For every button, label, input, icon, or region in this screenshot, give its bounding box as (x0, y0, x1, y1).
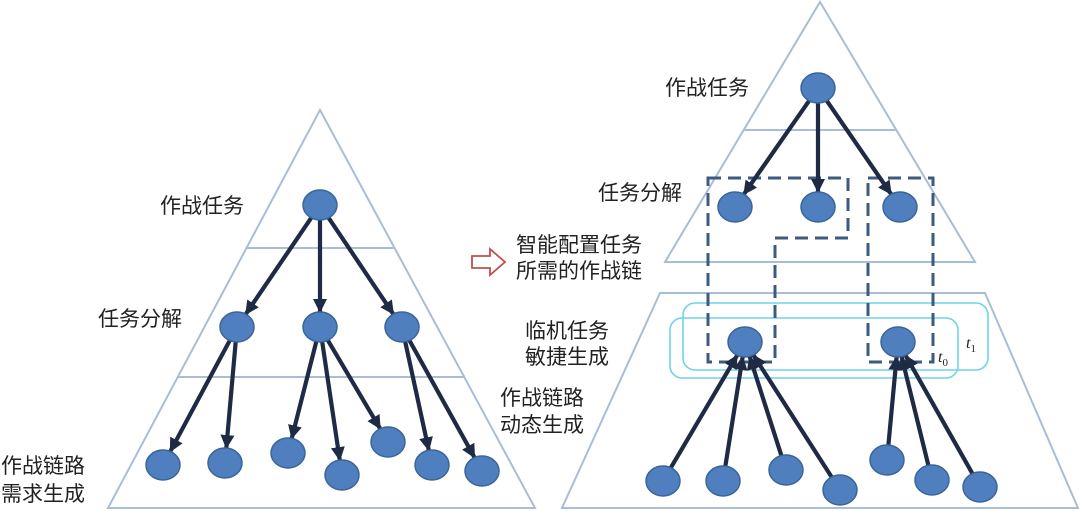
node-Rb3 (768, 454, 804, 486)
node-R1 (717, 191, 753, 223)
left-label-chain-line2: 需求生成 (1, 482, 85, 506)
transition-label-line2: 所需的作战链 (516, 259, 642, 283)
time-label-t0: t0 (938, 349, 948, 369)
node-L3 (384, 311, 420, 343)
arrow-L0-to-L3 (326, 215, 396, 317)
node-Lb5 (370, 426, 406, 458)
node-Rb7 (962, 471, 998, 503)
node-Rb6 (914, 464, 950, 496)
left-label-decompose: 任务分解 (98, 307, 182, 331)
right-label-adhoc-line1: 临机任务 (525, 319, 609, 343)
node-R0 (800, 72, 836, 104)
right-label-adhoc-line2: 敏捷生成 (525, 345, 609, 369)
edges (168, 98, 975, 480)
node-Rm2 (880, 326, 916, 358)
arrow-L1-to-Lb1 (168, 338, 232, 454)
arrow-L2-to-Lb4 (320, 339, 345, 463)
arrow-R0-to-R1 (741, 98, 812, 197)
node-Lb7 (464, 455, 500, 487)
transition-arrow-icon (471, 247, 507, 277)
left-pyramid-outline (106, 107, 537, 509)
node-Lb6 (414, 449, 450, 481)
arrow-Rb4-to-Rm1 (751, 352, 834, 480)
arrow-L3-to-Lb6 (403, 339, 433, 453)
time-window-t0 (669, 317, 959, 379)
arrow-Rb3-to-Rm1 (746, 354, 784, 458)
node-L1 (219, 311, 255, 343)
node-Lb2 (207, 447, 243, 479)
transition: 智能配置任务 所需的作战链 (471, 233, 642, 283)
node-R2 (800, 191, 836, 223)
time-label-t1-sub: 1 (970, 343, 976, 355)
time-label-t1: t1 (966, 335, 976, 355)
node-L2 (302, 311, 338, 343)
node-Lb3 (270, 437, 306, 469)
node-Rb1 (645, 465, 681, 497)
dashed-group-right (866, 176, 935, 364)
arrow-L2-to-Lb3 (288, 339, 319, 441)
right-label-task: 作战任务 (665, 76, 749, 100)
arrow-Rb6-to-Rm2 (897, 354, 931, 468)
node-R3 (882, 191, 918, 223)
right-label-decompose: 任务分解 (598, 181, 682, 205)
arrow-Rb1-to-Rm1 (668, 353, 740, 470)
time-label-t0-main: t (938, 349, 943, 366)
node-L0 (302, 189, 338, 221)
left-label-chain-line1: 作战链路 (1, 454, 85, 478)
node-Lb4 (324, 459, 360, 491)
time-label-t1-main: t (966, 335, 971, 352)
right-pyramid-top-outline (663, 0, 977, 263)
arrow-L1-to-Lb2 (220, 339, 238, 451)
arrow-R0-to-R3 (824, 98, 894, 197)
node-Rb5 (869, 444, 905, 476)
arrow-Rb7-to-Rm2 (903, 353, 975, 476)
left-pyramid: 作战任务 任务分解 作战链路 需求生成 (1, 107, 537, 509)
arrow-L2-to-Lb5 (325, 338, 383, 431)
time-label-t0-sub: 0 (942, 357, 948, 369)
transition-label-line1: 智能配置任务 (516, 233, 642, 257)
node-Rb2 (705, 465, 741, 497)
right-label-chain-line2: 动态生成 (500, 413, 584, 437)
right-pyramid-base-outline (560, 292, 1080, 509)
nodes (145, 72, 998, 506)
node-Lb1 (145, 449, 181, 481)
dashed-group-left (706, 176, 850, 364)
left-label-task: 作战任务 (160, 194, 244, 218)
time-window-t1 (682, 302, 989, 371)
arrow-Rb5-to-Rm2 (886, 354, 903, 448)
right-label-chain-line1: 作战链路 (500, 386, 584, 410)
node-Rb4 (822, 474, 858, 506)
arrow-L3-to-Lb7 (407, 338, 477, 460)
node-Rm1 (727, 326, 763, 358)
right-pyramid: 作战任务 任务分解 临机任务 敏捷生成 作战链路 动态生成 t0 t1 (500, 0, 1080, 509)
arrow-L0-to-L1 (243, 215, 314, 317)
arrow-Rb2-to-Rm1 (723, 354, 748, 469)
